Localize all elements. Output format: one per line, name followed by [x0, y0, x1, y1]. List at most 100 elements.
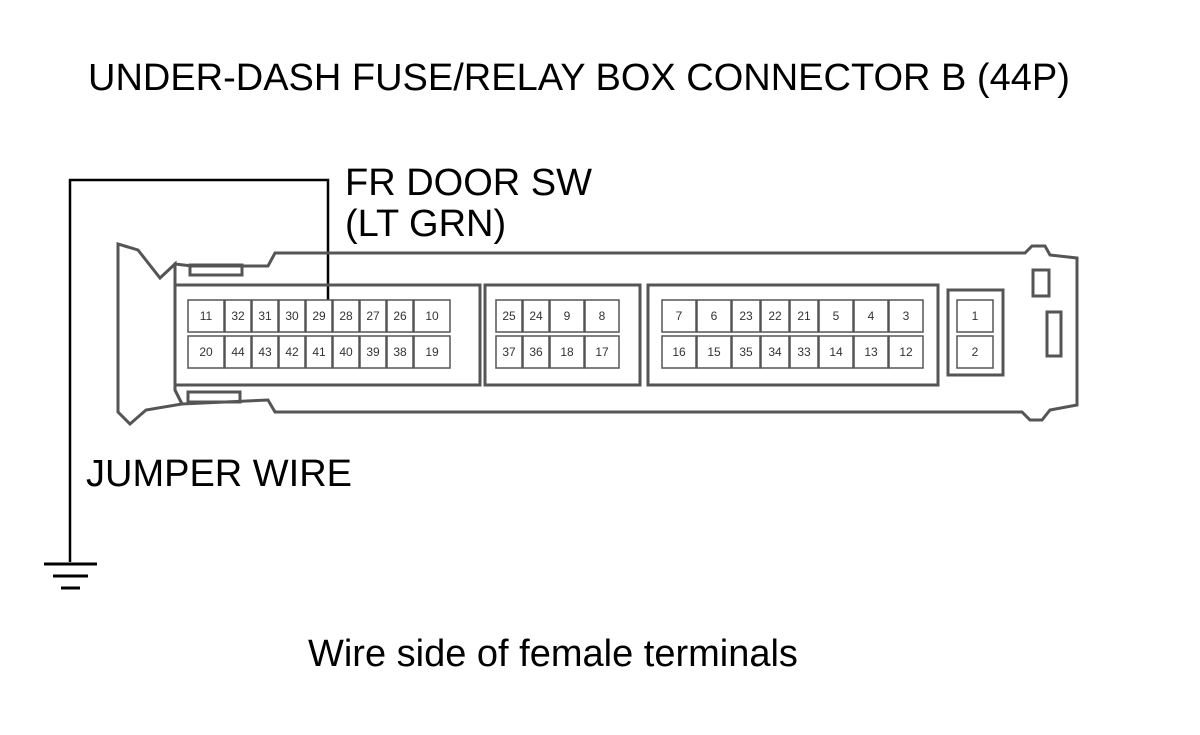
terminal-cell-34	[760, 335, 790, 369]
terminal-cell-1	[956, 299, 994, 333]
terminal-cell-36	[522, 335, 550, 369]
terminal-number-6: 6	[711, 309, 718, 323]
terminal-cell-27	[359, 299, 387, 333]
terminal-cell-41	[305, 335, 333, 369]
terminal-number-5: 5	[833, 309, 840, 323]
terminal-number-7: 7	[676, 309, 683, 323]
terminal-number-33: 33	[797, 345, 811, 359]
terminal-number-8: 8	[599, 309, 606, 323]
terminal-cell-2	[956, 335, 994, 369]
terminal-cell-30	[278, 299, 306, 333]
terminal-cell-44	[224, 335, 252, 369]
terminal-number-40: 40	[339, 345, 353, 359]
terminal-number-43: 43	[258, 345, 272, 359]
terminal-cell-15	[696, 335, 732, 369]
terminal-cell-13	[853, 335, 889, 369]
terminal-number-29: 29	[312, 309, 326, 323]
terminal-number-28: 28	[339, 309, 353, 323]
block-outer-3	[646, 283, 940, 387]
left-latch	[116, 241, 185, 427]
right-key	[1045, 310, 1063, 358]
terminal-number-26: 26	[393, 309, 407, 323]
terminal-cell-6	[696, 299, 732, 333]
terminal-number-36: 36	[529, 345, 543, 359]
terminal-number-35: 35	[739, 345, 753, 359]
terminal-cell-24	[522, 299, 550, 333]
bottom-clip	[186, 390, 242, 404]
connector-housing	[116, 241, 1079, 427]
terminal-number-1: 1	[972, 309, 979, 323]
terminal-cell-37	[495, 335, 523, 369]
terminal-cell-29	[305, 299, 333, 333]
terminal-number-31: 31	[258, 309, 272, 323]
diagram-caption: Wire side of female terminals	[308, 633, 798, 675]
jumper-wire	[68, 178, 330, 562]
terminal-number-2: 2	[972, 345, 979, 359]
terminal-cell-16	[661, 335, 697, 369]
terminal-number-30: 30	[285, 309, 299, 323]
terminal-cell-12	[888, 335, 924, 369]
terminal-number-42: 42	[285, 345, 299, 359]
ground-symbol-icon	[44, 562, 97, 590]
terminal-number-11: 11	[200, 309, 213, 323]
terminal-number-13: 13	[864, 345, 878, 359]
terminal-cell-5	[818, 299, 854, 333]
terminal-number-9: 9	[564, 309, 571, 323]
terminal-cell-39	[359, 335, 387, 369]
terminal-cell-28	[332, 299, 360, 333]
terminal-number-12: 12	[899, 345, 913, 359]
terminal-cell-38	[386, 335, 414, 369]
terminal-number-34: 34	[768, 345, 782, 359]
terminal-cell-21	[789, 299, 819, 333]
terminal-cell-25	[495, 299, 523, 333]
jumper-wire-label: JUMPER WIRE	[86, 453, 352, 495]
terminal-cell-18	[549, 335, 585, 369]
terminal-number-17: 17	[595, 345, 609, 359]
terminal-number-24: 24	[529, 309, 543, 323]
terminal-cell-22	[760, 299, 790, 333]
terminal-cell-40	[332, 335, 360, 369]
terminal-cell-17	[584, 335, 620, 369]
terminal-number-22: 22	[768, 309, 782, 323]
terminal-cell-11	[187, 299, 225, 333]
block-outer-1	[173, 283, 482, 387]
terminal-cell-3	[888, 299, 924, 333]
terminal-number-39: 39	[366, 345, 380, 359]
terminal-cell-26	[386, 299, 414, 333]
terminal-cell-9	[549, 299, 585, 333]
terminal-number-16: 16	[672, 345, 686, 359]
terminal-cell-8	[584, 299, 620, 333]
terminal-cell-20	[187, 335, 225, 369]
terminal-number-41: 41	[312, 345, 326, 359]
terminal-number-21: 21	[797, 309, 811, 323]
terminal-number-19: 19	[425, 345, 439, 359]
terminal-number-44: 44	[231, 345, 245, 359]
terminal-number-18: 18	[560, 345, 574, 359]
terminal-cell-23	[731, 299, 761, 333]
terminal-number-15: 15	[707, 345, 721, 359]
terminal-number-4: 4	[868, 309, 875, 323]
terminal-number-25: 25	[502, 309, 516, 323]
terminal-number-32: 32	[231, 309, 245, 323]
terminal-label-line2: (LT GRN)	[345, 203, 506, 245]
block-outer-2	[483, 283, 642, 387]
terminal-number-20: 20	[199, 345, 213, 359]
terminal-cell-10	[413, 299, 451, 333]
connector-body	[173, 244, 1079, 422]
terminal-number-27: 27	[366, 309, 380, 323]
terminal-cell-19	[413, 335, 451, 369]
block-outer-4	[946, 288, 1005, 377]
terminal-number-23: 23	[739, 309, 753, 323]
terminal-number-14: 14	[829, 345, 843, 359]
diagram-title: UNDER-DASH FUSE/RELAY BOX CONNECTOR B (4…	[88, 57, 1070, 99]
right-lock	[1031, 268, 1051, 298]
terminal-number-3: 3	[903, 309, 910, 323]
terminal-cell-4	[853, 299, 889, 333]
terminal-cell-7	[661, 299, 697, 333]
terminal-cell-31	[251, 299, 279, 333]
terminal-cell-35	[731, 335, 761, 369]
terminal-cell-33	[789, 335, 819, 369]
